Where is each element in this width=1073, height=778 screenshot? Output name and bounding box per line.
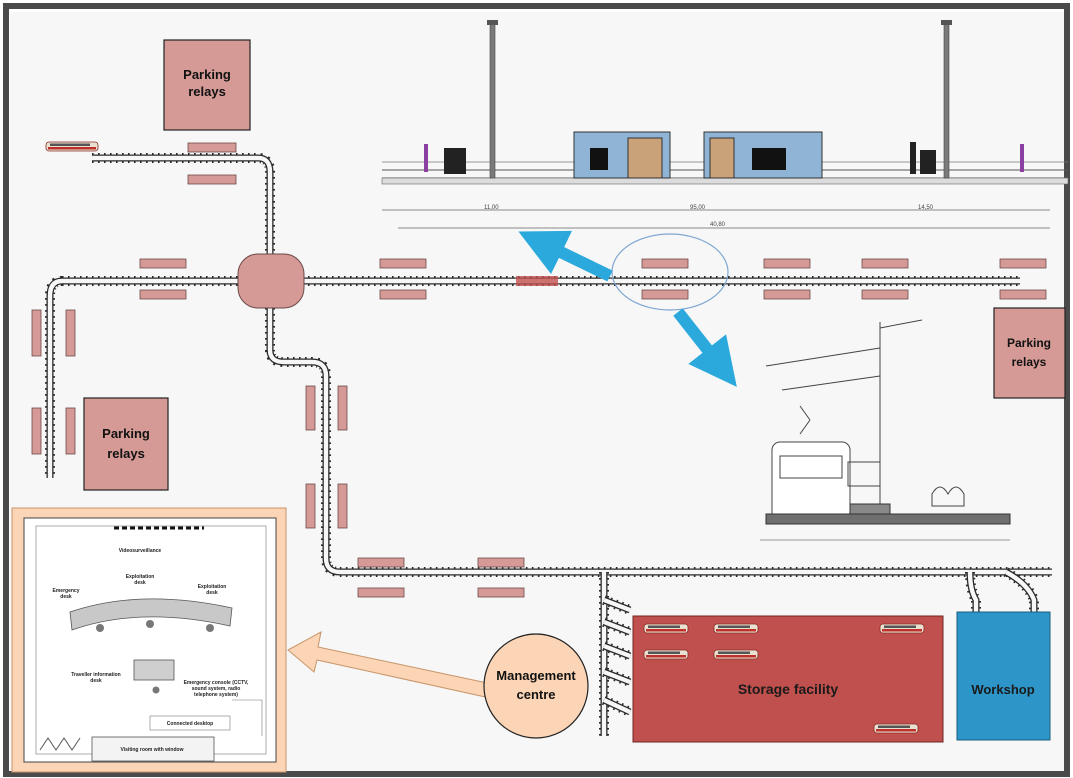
- track-bed-6: [603, 619, 631, 635]
- dimension-b: 95,00: [690, 205, 706, 211]
- relay-bar-3: [139, 289, 187, 300]
- exploitation-desk-1-line2: desk: [134, 580, 146, 586]
- tram-1: [643, 623, 689, 634]
- detail-highlight-ellipse: [611, 233, 729, 311]
- track-bed-5: [603, 597, 631, 613]
- relay-bar-23: [357, 587, 405, 598]
- parking-relays-left-line2: relays: [107, 446, 145, 461]
- emergency-desk-line1: Emergency: [53, 588, 80, 594]
- tram-2: [713, 623, 759, 634]
- relay-bar-0: [187, 142, 237, 153]
- relay-bar-24: [477, 557, 525, 568]
- management-centre-line2: centre: [516, 687, 555, 702]
- relay-bar-12: [999, 258, 1047, 269]
- emergency-console-line1: Emergency console (CCTV,: [184, 680, 249, 686]
- exploitation-desk-2-line1: Exploitation: [198, 584, 227, 590]
- parking-relays-right-line1: Parking: [1007, 336, 1051, 350]
- workshop-label: Workshop: [971, 682, 1034, 697]
- tram-3: [879, 623, 925, 634]
- visiting-room-label: Visiting room with window: [121, 747, 184, 753]
- parking-relays-top-line2: relays: [188, 84, 226, 99]
- tram-on-main-track: [516, 276, 558, 286]
- relay-bar-5: [379, 289, 427, 300]
- track-bed-7: [603, 643, 631, 659]
- relay-bar-20: [305, 483, 316, 529]
- emergency-console-line2: sound system, radio: [192, 686, 241, 692]
- management-centre-line1: Management: [496, 668, 576, 683]
- relay-bar-8: [763, 258, 811, 269]
- relay-bar-4: [379, 258, 427, 269]
- relay-bar-6: [641, 258, 689, 269]
- relay-bar-15: [65, 309, 76, 357]
- dimension-total: 40,80: [710, 222, 726, 228]
- tram-cross-section: [760, 319, 1011, 541]
- parking-relays-left-box: [83, 397, 169, 491]
- tram-6: [873, 723, 919, 734]
- track-bed-11: [1004, 570, 1037, 672]
- railway-tracks: [45, 153, 1052, 736]
- storage-facility-label: Storage facility: [738, 681, 839, 697]
- tram-0: [45, 141, 99, 152]
- relay-bar-9: [763, 289, 811, 300]
- junction-node: [237, 253, 305, 309]
- traveller-information-line1: Traveller information: [71, 672, 120, 678]
- relay-bar-1: [187, 174, 237, 185]
- relay-bar-11: [861, 289, 909, 300]
- exploitation-desk-1-line1: Exploitation: [126, 574, 155, 580]
- exploitation-desk-2-line2: desk: [206, 590, 218, 596]
- relay-bar-19: [337, 385, 348, 431]
- track-bed-2: [47, 278, 63, 478]
- emergency-desk-line2: desk: [60, 594, 72, 600]
- track-bed-3: [267, 308, 1052, 575]
- tram-4: [643, 649, 689, 660]
- blue-arrow-down-icon: [673, 308, 737, 387]
- videosurveillance-label: Videosurveillance: [119, 548, 162, 554]
- station-elevation: 11,00 95,00 14,50 40,80: [381, 20, 1069, 229]
- parking-relays-top-box: [163, 39, 251, 131]
- traveller-information-line2: desk: [90, 678, 102, 684]
- relay-bar-21: [337, 483, 348, 529]
- relay-bar-16: [31, 407, 42, 455]
- diagram-frame: [3, 3, 1070, 777]
- track-bed-10: [967, 571, 979, 672]
- dimension-a: 11,00: [484, 205, 499, 211]
- relay-bar-25: [477, 587, 525, 598]
- blue-arrow-up-icon: [518, 230, 613, 282]
- relay-bar-22: [357, 557, 405, 568]
- parking-relays-right-box: [993, 307, 1066, 399]
- relay-bar-14: [31, 309, 42, 357]
- management-centre-circle: [483, 633, 589, 739]
- connected-desktop-label: Connected desktop: [167, 721, 213, 727]
- track-bed-0: [92, 155, 273, 256]
- track-bed-9: [603, 698, 631, 714]
- parking-relays-top-line1: Parking: [183, 67, 231, 82]
- dimension-c: 14,50: [918, 205, 934, 211]
- management-arrow-icon: [287, 631, 493, 699]
- relay-bar-2: [139, 258, 187, 269]
- relay-bar-10: [861, 258, 909, 269]
- emergency-console-line3: telephone system): [194, 692, 238, 698]
- relay-bar-13: [999, 289, 1047, 300]
- tram-vehicles: [45, 141, 925, 734]
- control-room-plan: Videosurveillance Exploitation desk Expl…: [11, 507, 287, 773]
- parking-relays-right-line2: relays: [1012, 355, 1047, 369]
- tram-5: [713, 649, 759, 660]
- workshop-block: [956, 611, 1051, 741]
- relay-bar-7: [641, 289, 689, 300]
- relay-markers: [31, 142, 1047, 598]
- track-bed-8: [603, 669, 631, 685]
- storage-facility-block: [632, 615, 944, 743]
- relay-bar-18: [305, 385, 316, 431]
- parking-relays-left-line1: Parking: [102, 426, 150, 441]
- relay-bar-17: [65, 407, 76, 455]
